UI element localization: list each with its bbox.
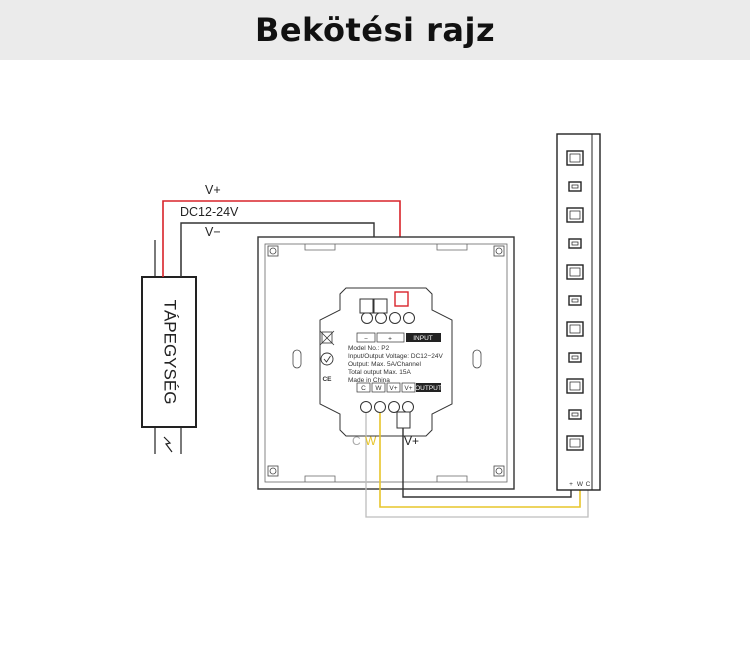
- led-chip-inner: [571, 412, 579, 417]
- spec-made-in: Made in China: [348, 377, 390, 384]
- power-supply: TÁPEGYSÉG: [141, 240, 197, 454]
- out-terminal-vplus-2: V+: [404, 385, 412, 392]
- led-strip: + W C: [556, 133, 601, 491]
- led-chip: [566, 150, 584, 166]
- led-chip-inner: [571, 355, 579, 360]
- led-chip: [566, 435, 584, 451]
- label-vminus: V−: [205, 225, 221, 239]
- label-out-c: C: [352, 434, 361, 448]
- led-chip: [566, 321, 584, 337]
- page-title: Bekötési rajz: [254, 11, 496, 49]
- led-chip-inner: [571, 298, 579, 303]
- spec-model: Model No.: P2: [348, 345, 390, 352]
- certification-icon: [320, 352, 334, 366]
- out-terminal-vplus-1: V+: [389, 385, 397, 392]
- led-chip: [566, 378, 584, 394]
- wall-panel: − + INPUT CE Model No.: P2 Input/Output …: [257, 236, 515, 490]
- led-chip: [568, 409, 582, 420]
- spec-total-output: Total output Max. 15A: [348, 369, 412, 376]
- led-chip: [568, 238, 582, 249]
- strip-terminal-w: W: [577, 481, 584, 488]
- spec-output-max: Output: Max. 5A/Channel: [348, 361, 422, 368]
- input-plus-label: +: [388, 336, 392, 343]
- led-chip: [568, 295, 582, 306]
- label-vplus: V+: [205, 183, 221, 197]
- led-chip: [568, 181, 582, 192]
- led-chip-inner: [569, 153, 581, 163]
- strip-terminal-plus: +: [569, 481, 573, 488]
- out-terminal-c: C: [361, 385, 366, 392]
- weee-bin-icon: [319, 330, 335, 346]
- out-terminal-w: W: [375, 385, 382, 392]
- led-chip: [566, 207, 584, 223]
- label-out-w: W: [365, 434, 377, 448]
- mains-plug-icon: [163, 436, 173, 453]
- spec-io-voltage: Input/Output Voltage: DC12−24V: [348, 353, 444, 360]
- led-chip-inner: [569, 381, 581, 391]
- label-out-vplus: V+: [404, 434, 419, 448]
- ce-mark: CE: [322, 376, 332, 383]
- led-chip-inner: [569, 267, 581, 277]
- led-chip-inner: [569, 324, 581, 334]
- input-minus-label: −: [364, 336, 368, 343]
- led-chip-inner: [569, 210, 581, 220]
- label-voltage: DC12-24V: [180, 205, 239, 219]
- power-supply-label: TÁPEGYSÉG: [161, 300, 180, 405]
- header-bar: Bekötési rajz: [0, 0, 750, 60]
- led-chip-inner: [571, 241, 579, 246]
- led-chip-inner: [571, 184, 579, 189]
- input-label: INPUT: [413, 335, 433, 342]
- output-terminal-block: C W V+ V+ OUTPUT: [356, 382, 442, 429]
- input-terminal-block: − + INPUT: [356, 291, 441, 343]
- output-wires: C W V+: [352, 413, 589, 518]
- output-label: OUTPUT: [415, 385, 442, 392]
- led-chip: [566, 264, 584, 280]
- led-chip-inner: [569, 438, 581, 448]
- strip-terminal-c: C: [586, 481, 591, 488]
- led-chip: [568, 352, 582, 363]
